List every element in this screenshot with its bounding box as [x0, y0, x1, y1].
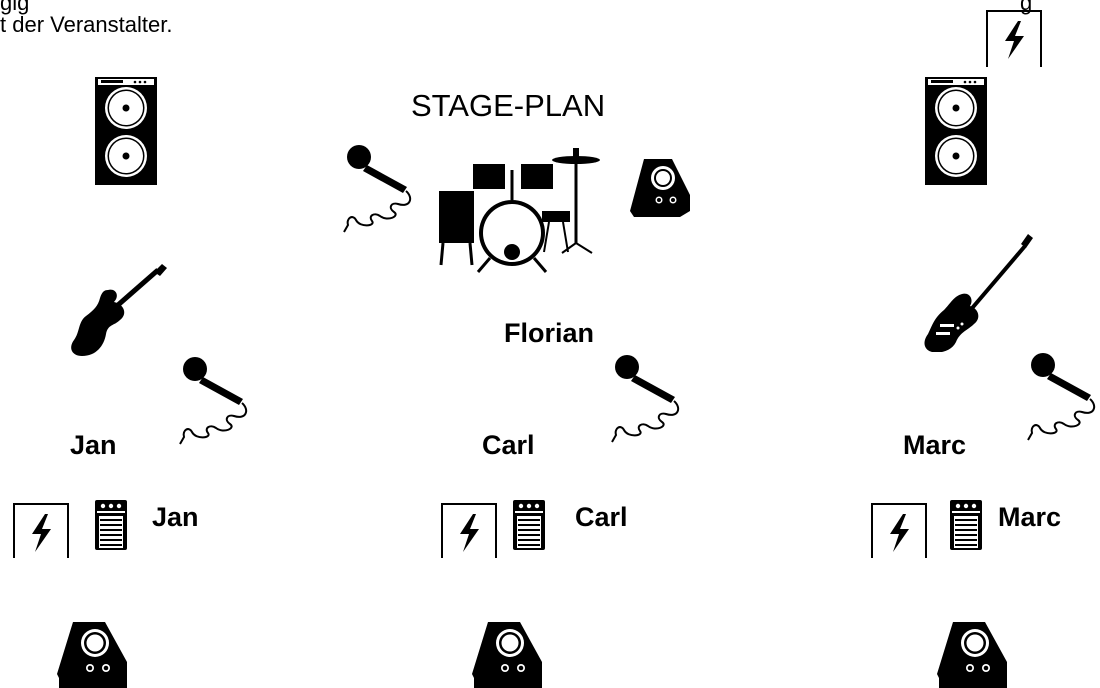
guitar-amp-icon: [925, 77, 987, 185]
pedalboard-owner-jan: Jan: [152, 502, 199, 532]
guitar-amp-icon: [95, 77, 157, 185]
stage-monitor-icon: [55, 620, 131, 688]
header-note-line2: t der Veranstalter.: [0, 12, 173, 37]
musician-name-carl: Carl: [482, 430, 535, 460]
microphone-icon: [604, 350, 690, 443]
power-outlet-icon: [440, 502, 498, 560]
microphone-icon: [336, 140, 422, 233]
electric-guitar-icon: [68, 262, 168, 358]
stage-monitor-icon: [935, 620, 1011, 688]
musician-name-jan: Jan: [70, 430, 117, 460]
pedalboard-owner-marc: Marc: [998, 502, 1062, 532]
microphone-icon: [172, 352, 258, 445]
power-outlet-icon: [12, 502, 70, 560]
stage-plan-title: STAGE-PLAN: [411, 88, 606, 123]
drum-kit-icon: [432, 140, 610, 275]
bass-guitar-icon: [922, 232, 1034, 354]
microphone-icon: [1020, 348, 1100, 441]
effects-pedal-icon: [95, 500, 127, 550]
stage-monitor-icon: [470, 620, 546, 688]
pedalboard-owner-carl: Carl: [575, 502, 628, 532]
musician-name-marc: Marc: [903, 430, 967, 460]
power-outlet-icon: [870, 502, 928, 560]
power-outlet-icon: [985, 9, 1043, 69]
effects-pedal-icon: [950, 500, 982, 550]
stage-monitor-icon: [628, 157, 694, 219]
effects-pedal-icon: [513, 500, 545, 550]
drummer-name: Florian: [504, 318, 595, 348]
header-note-line1: gig: [0, 0, 30, 15]
